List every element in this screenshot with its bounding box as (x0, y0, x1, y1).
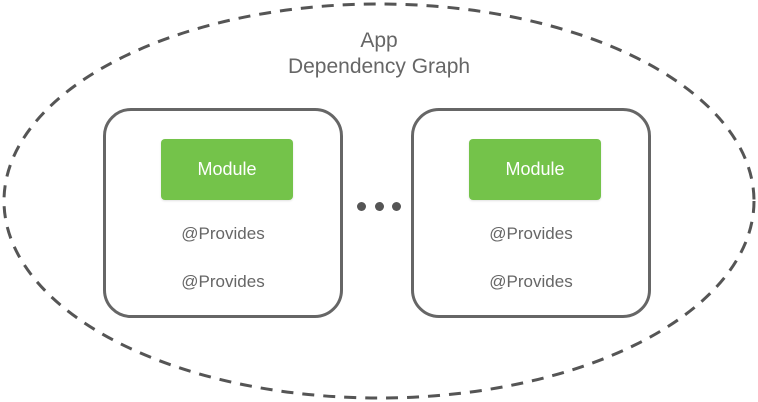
component-box-right: Module @Provides @Provides (411, 108, 651, 318)
graph-title-app: App (360, 29, 398, 52)
provides-label-left-2: @Provides (181, 272, 265, 291)
graph-title-dependency-graph: Dependency Graph (287, 55, 471, 78)
module-left: Module (161, 139, 293, 200)
provides-label-right-1: @Provides (489, 224, 573, 243)
provides-label-right-2: @Provides (489, 272, 573, 291)
ellipsis-dot (392, 201, 401, 211)
ellipsis-dot (374, 201, 384, 211)
provides-label-left-1: @Provides (181, 224, 265, 243)
component-box-left: Module @Provides @Provides (103, 108, 343, 318)
ellipsis-icon (357, 200, 401, 212)
module-right: Module (469, 139, 601, 200)
ellipsis-dot (357, 201, 366, 211)
